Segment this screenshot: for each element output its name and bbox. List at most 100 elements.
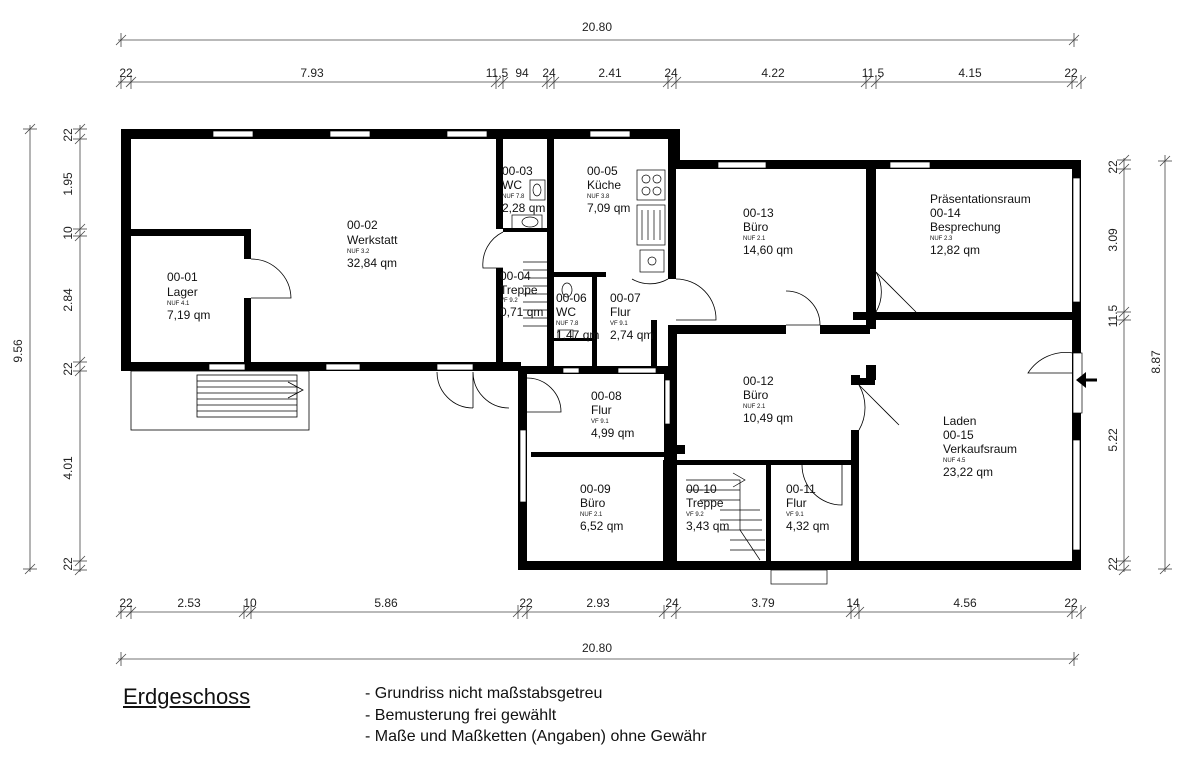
room-name: Flur xyxy=(591,403,612,417)
dim-top-2: 7.93 xyxy=(300,66,324,80)
room-name: Büro xyxy=(580,496,606,510)
room-nuf: NUF 3.8 xyxy=(587,194,610,200)
room-nuf: VF 9.2 xyxy=(500,298,518,304)
room-name: Büro xyxy=(743,388,769,402)
room-area: 4,32 qm xyxy=(786,519,829,533)
room-area: 1,47 qm xyxy=(556,328,599,342)
dim-bottom-total: 20.80 xyxy=(582,641,612,655)
dim-bottom-3: 10 xyxy=(243,596,257,610)
room-nuf: NUF 2.3 xyxy=(930,236,953,242)
dim-top-10: 4.15 xyxy=(958,66,982,80)
room-name: Treppe xyxy=(686,496,724,510)
stairs-00-04 xyxy=(523,261,547,327)
room-nuf: NUF 2.1 xyxy=(743,236,766,242)
dim-top-8: 4.22 xyxy=(761,66,785,80)
room-nuf: NUF 4.5 xyxy=(943,458,966,464)
room-name: Besprechung xyxy=(930,220,1001,234)
dim-right-5: 22 xyxy=(1106,557,1120,571)
stairs-00-10 xyxy=(686,472,828,585)
dim-bottom-1: 22 xyxy=(119,596,133,610)
dim-top-4: 94 xyxy=(515,66,529,80)
room-area: 0,71 qm xyxy=(500,305,543,319)
room-area: 23,22 qm xyxy=(943,465,993,479)
room-id: 00-13 xyxy=(743,206,774,220)
room-area: 4,99 qm xyxy=(591,426,634,440)
dim-right-total: 8.87 xyxy=(1149,350,1163,374)
room-name: Lager xyxy=(167,285,198,299)
room-00-09: 00-09 Büro NUF 2.1 6,52 qm xyxy=(580,482,623,533)
dim-left-2: 1.95 xyxy=(61,172,75,196)
room-id: 00-11 xyxy=(786,482,816,496)
dim-bottom-4: 5.86 xyxy=(374,596,398,610)
room-labels: 00-01 Lager NUF 4.1 7,19 qm 00-02 Werkst… xyxy=(167,164,1031,533)
dim-bottom-9: 14 xyxy=(846,596,860,610)
note-item: - Maße und Maßketten (Angaben) ohne Gewä… xyxy=(365,728,707,745)
room-id: 00-05 xyxy=(587,164,618,178)
dim-bottom-8: 3.79 xyxy=(751,596,775,610)
room-id: 00-02 xyxy=(347,218,378,232)
fixtures xyxy=(511,169,666,341)
room-name: Küche xyxy=(587,178,621,192)
room-id: 00-06 xyxy=(556,291,587,305)
room-pre: Laden xyxy=(943,414,976,428)
windows xyxy=(208,130,1083,551)
room-00-14: Präsentationsraum 00-14 Besprechung NUF … xyxy=(930,192,1031,257)
room-nuf: NUF 3.2 xyxy=(347,249,370,255)
note-item: - Grundriss nicht maßstabsgetreu xyxy=(365,685,603,702)
dim-bottom-6: 2.93 xyxy=(586,596,610,610)
room-id: 00-03 xyxy=(502,164,533,178)
room-nuf: NUF 7.8 xyxy=(502,194,525,200)
dim-left-6: 4.01 xyxy=(61,456,75,480)
room-00-13: 00-13 Büro NUF 2.1 14,60 qm xyxy=(743,206,793,257)
room-name: WC xyxy=(502,178,522,192)
room-name: Flur xyxy=(786,496,807,510)
dim-bottom-2: 2.53 xyxy=(177,596,201,610)
room-id: 00-01 xyxy=(167,270,198,284)
stairs-outdoor xyxy=(130,370,310,431)
room-nuf: NUF 4.1 xyxy=(167,301,190,307)
room-name: WC xyxy=(556,305,576,319)
room-area: 6,52 qm xyxy=(580,519,623,533)
room-name: Verkaufsraum xyxy=(943,442,1017,456)
room-nuf: VF 9.1 xyxy=(591,419,609,425)
room-area: 7,09 qm xyxy=(587,201,630,215)
room-id: 00-08 xyxy=(591,389,622,403)
room-name: Werkstatt xyxy=(347,233,398,247)
room-nuf: NUF 7.8 xyxy=(556,321,579,327)
room-00-04: 00-04 Treppe VF 9.2 0,71 qm xyxy=(500,269,543,319)
doors xyxy=(250,231,1074,506)
dim-right-3: 11.5 xyxy=(1106,304,1120,327)
dimension-labels: 20.80 22 7.93 11.5 94 24 2.41 24 4.22 11… xyxy=(11,20,1163,655)
room-00-05: 00-05 Küche NUF 3.8 7,09 qm xyxy=(587,164,630,215)
dim-top-1: 22 xyxy=(119,66,133,80)
dim-bottom-7: 24 xyxy=(665,596,679,610)
notes-list: - Grundriss nicht maßstabsgetreu - Bemus… xyxy=(365,683,707,748)
room-area: 14,60 qm xyxy=(743,243,793,257)
room-00-06: 00-06 WC NUF 7.8 1,47 qm xyxy=(556,291,599,342)
entrance-arrow-icon xyxy=(1076,372,1097,388)
dim-bottom-10: 4.56 xyxy=(953,596,977,610)
room-nuf: VF 9.1 xyxy=(610,321,628,327)
dim-right-2: 3.09 xyxy=(1106,228,1120,252)
room-00-01: 00-01 Lager NUF 4.1 7,19 qm xyxy=(167,270,210,322)
dim-left-total: 9.56 xyxy=(11,339,25,363)
dim-top-9: 11.5 xyxy=(862,66,885,80)
room-id: 00-09 xyxy=(580,482,611,496)
room-id: 00-15 xyxy=(943,428,974,442)
room-00-02: 00-02 Werkstatt NUF 3.2 32,84 qm xyxy=(347,218,398,270)
room-id: 00-14 xyxy=(930,206,961,220)
room-00-08: 00-08 Flur VF 9.1 4,99 qm xyxy=(591,389,634,440)
dim-left-1: 22 xyxy=(61,128,75,142)
room-area: 10,49 qm xyxy=(743,411,793,425)
dim-bottom-11: 22 xyxy=(1064,596,1078,610)
dim-bottom-5: 22 xyxy=(519,596,533,610)
dim-left-5: 22 xyxy=(61,362,75,376)
room-00-12: 00-12 Büro NUF 2.1 10,49 qm xyxy=(743,374,793,425)
room-pre: Präsentationsraum xyxy=(930,192,1031,206)
room-nuf: NUF 2.1 xyxy=(580,512,603,518)
room-nuf: VF 9.1 xyxy=(786,512,804,518)
note-item: - Bemusterung frei gewählt xyxy=(365,706,557,724)
dim-top-total: 20.80 xyxy=(582,20,612,34)
floor-title: Erdgeschoss xyxy=(123,684,251,709)
